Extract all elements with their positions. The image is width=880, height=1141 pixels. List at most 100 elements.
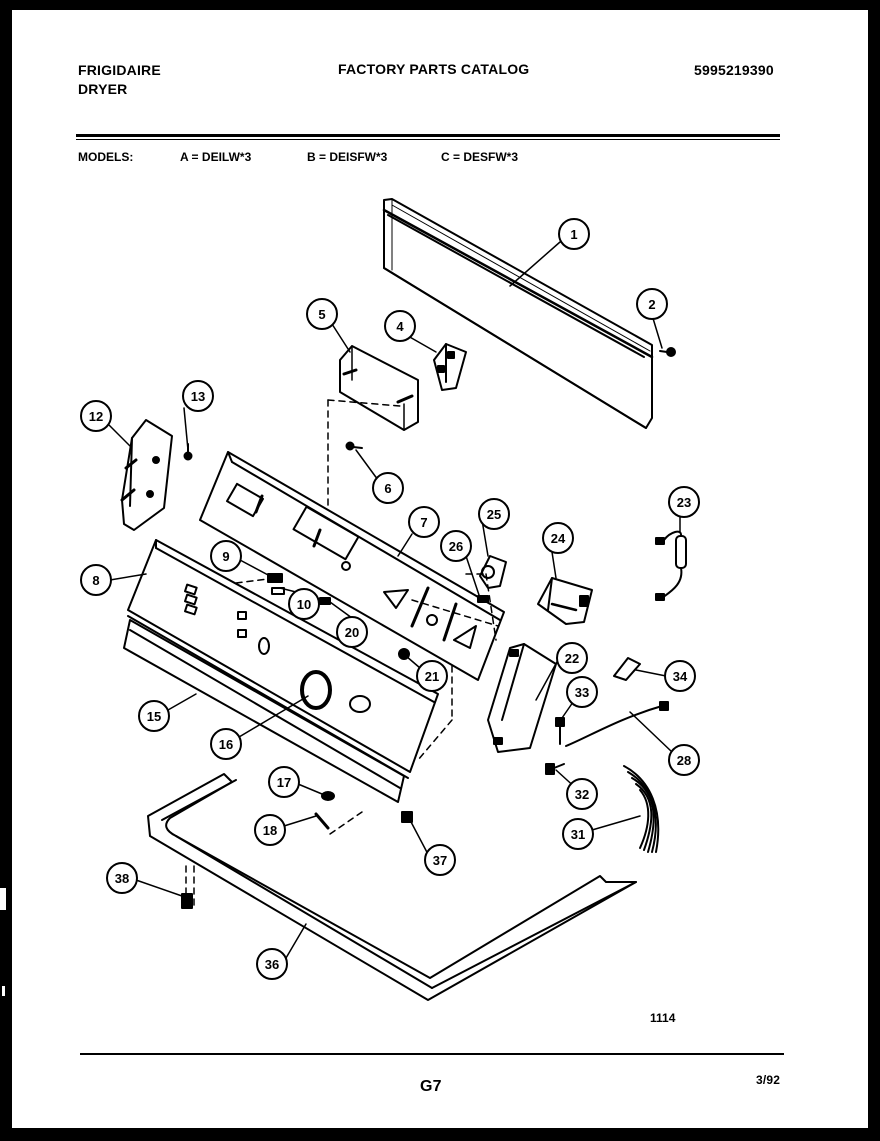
guide-lines bbox=[185, 399, 499, 907]
callout-38: 38 bbox=[106, 862, 138, 894]
svg-text:24: 24 bbox=[551, 531, 566, 546]
svg-text:17: 17 bbox=[277, 775, 291, 790]
part-hardware-37 bbox=[401, 811, 413, 823]
callout-22: 22 bbox=[556, 642, 588, 674]
callout-28: 28 bbox=[668, 744, 700, 776]
callout-13: 13 bbox=[182, 380, 214, 412]
part-bracket-34 bbox=[613, 657, 641, 681]
part-switch-25 bbox=[479, 555, 507, 589]
scan-artifact-2 bbox=[2, 986, 5, 996]
part-clip-26 bbox=[477, 595, 489, 603]
svg-text:12: 12 bbox=[89, 409, 103, 424]
svg-text:15: 15 bbox=[147, 709, 161, 724]
svg-text:32: 32 bbox=[575, 787, 589, 802]
part-top bbox=[147, 773, 637, 1001]
svg-text:36: 36 bbox=[265, 957, 279, 972]
svg-text:38: 38 bbox=[115, 871, 129, 886]
svg-text:26: 26 bbox=[449, 539, 463, 554]
svg-text:1: 1 bbox=[570, 227, 577, 242]
callout-5: 5 bbox=[306, 298, 338, 330]
part-thermistor-23 bbox=[655, 530, 687, 601]
callout-9: 9 bbox=[210, 540, 242, 572]
part-trim-strip bbox=[123, 619, 405, 803]
part-back-panel bbox=[382, 198, 654, 429]
callout-2: 2 bbox=[636, 288, 668, 320]
svg-text:25: 25 bbox=[487, 507, 501, 522]
part-hardware-18 bbox=[314, 812, 330, 830]
part-clip-32 bbox=[545, 763, 565, 775]
part-hardware-10 bbox=[271, 587, 285, 595]
svg-text:6: 6 bbox=[384, 481, 391, 496]
svg-text:18: 18 bbox=[263, 823, 277, 838]
callout-31: 31 bbox=[562, 818, 594, 850]
callout-24: 24 bbox=[542, 522, 574, 554]
callout-20: 20 bbox=[336, 616, 368, 648]
leader-lines bbox=[107, 241, 681, 959]
svg-text:20: 20 bbox=[345, 625, 359, 640]
svg-text:16: 16 bbox=[219, 737, 233, 752]
brand-name: FRIGIDAIRE bbox=[78, 62, 161, 78]
callout-36: 36 bbox=[256, 948, 288, 980]
svg-text:5: 5 bbox=[318, 307, 325, 322]
svg-text:22: 22 bbox=[565, 651, 579, 666]
catalog-title: FACTORY PARTS CATALOG bbox=[338, 61, 530, 77]
part-screw-6 bbox=[345, 441, 363, 451]
svg-text:34: 34 bbox=[673, 669, 688, 684]
callout-10: 10 bbox=[288, 588, 320, 620]
callout-15: 15 bbox=[138, 700, 170, 732]
callout-12: 12 bbox=[80, 400, 112, 432]
model-b: B = DEISFW*3 bbox=[307, 150, 388, 164]
models-label: MODELS: bbox=[78, 150, 134, 164]
part-end-cap-left bbox=[120, 419, 173, 531]
callout-17: 17 bbox=[268, 766, 300, 798]
part-screw-38 bbox=[181, 893, 193, 909]
callout-33: 33 bbox=[566, 676, 598, 708]
svg-text:21: 21 bbox=[425, 669, 439, 684]
svg-text:4: 4 bbox=[396, 319, 404, 334]
scan-artifact-1 bbox=[0, 888, 6, 910]
callout-16: 16 bbox=[210, 728, 242, 760]
header-rule-thick bbox=[76, 134, 780, 137]
callout-26: 26 bbox=[440, 530, 472, 562]
svg-text:13: 13 bbox=[191, 389, 205, 404]
callout-18: 18 bbox=[254, 814, 286, 846]
callout-21: 21 bbox=[416, 660, 448, 692]
svg-text:7: 7 bbox=[420, 515, 427, 530]
part-timer-24 bbox=[537, 577, 593, 625]
svg-text:9: 9 bbox=[222, 549, 229, 564]
product-name: DRYER bbox=[78, 81, 128, 97]
part-switch-4 bbox=[433, 343, 467, 391]
callout-32: 32 bbox=[566, 778, 598, 810]
callout-7: 7 bbox=[408, 506, 440, 538]
callout-8: 8 bbox=[80, 564, 112, 596]
callout-1: 1 bbox=[558, 218, 590, 250]
revision-date: 3/92 bbox=[756, 1073, 781, 1087]
footer-rule bbox=[80, 1053, 784, 1055]
svg-text:2: 2 bbox=[648, 297, 655, 312]
svg-text:37: 37 bbox=[433, 853, 447, 868]
header-rule-thin bbox=[76, 139, 780, 140]
part-end-cap-right bbox=[487, 643, 557, 753]
svg-text:33: 33 bbox=[575, 685, 589, 700]
svg-text:28: 28 bbox=[677, 753, 691, 768]
model-c: C = DESFW*3 bbox=[441, 150, 519, 164]
model-a: A = DEILW*3 bbox=[180, 150, 252, 164]
page-code: G7 bbox=[420, 1078, 442, 1095]
callout-25: 25 bbox=[478, 498, 510, 530]
part-hardware-20 bbox=[319, 597, 331, 605]
callout-37: 37 bbox=[424, 844, 456, 876]
callout-34: 34 bbox=[664, 660, 696, 692]
callout-4: 4 bbox=[384, 310, 416, 342]
callouts: 1 2 4 5 6 7 8 9 10 12 13 15 16 17 18 20 … bbox=[80, 218, 700, 980]
part-wire-28 bbox=[565, 701, 669, 747]
part-wire-harness-31 bbox=[623, 765, 660, 853]
catalog-number: 5995219390 bbox=[694, 62, 774, 78]
part-bracket-5 bbox=[339, 345, 419, 431]
svg-text:8: 8 bbox=[92, 573, 99, 588]
part-hardware-9 bbox=[267, 573, 283, 583]
part-console-front bbox=[127, 539, 439, 779]
part-clip-33 bbox=[555, 717, 565, 745]
diagram-number: 1114 bbox=[650, 1011, 676, 1025]
